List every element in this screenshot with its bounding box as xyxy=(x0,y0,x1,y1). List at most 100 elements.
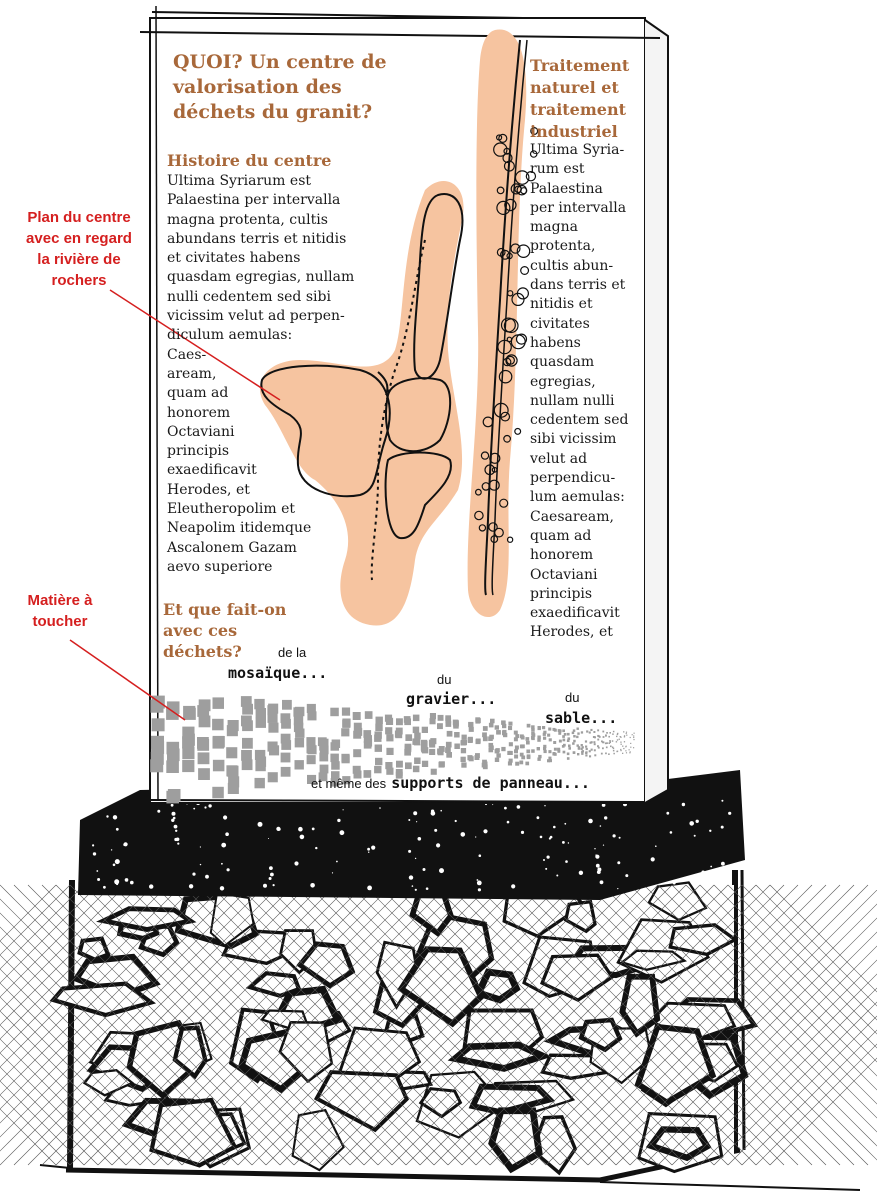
granule xyxy=(240,696,252,707)
granule xyxy=(586,730,589,733)
granule xyxy=(267,741,278,752)
granule xyxy=(547,759,551,763)
granule xyxy=(625,731,628,733)
slab-speck xyxy=(506,820,510,824)
mesh-wire xyxy=(433,884,715,1166)
granule xyxy=(422,747,429,754)
granule xyxy=(317,737,327,747)
granule xyxy=(228,776,240,788)
granule xyxy=(561,745,565,748)
granule xyxy=(307,711,317,721)
granule xyxy=(242,703,253,715)
granule xyxy=(602,741,605,744)
granule xyxy=(593,731,596,733)
granule xyxy=(293,722,304,733)
mesh-wire xyxy=(97,884,379,1166)
granule xyxy=(514,754,519,759)
granule xyxy=(375,757,383,766)
river-rock xyxy=(498,369,513,384)
granule xyxy=(353,749,362,758)
granule xyxy=(445,747,451,753)
granule xyxy=(597,745,599,748)
slab-speck xyxy=(342,809,344,811)
slab-speck xyxy=(478,854,482,857)
granule xyxy=(306,744,316,754)
granule xyxy=(374,731,382,739)
granule xyxy=(166,790,179,804)
granule xyxy=(613,752,615,755)
mesh-wire xyxy=(0,884,57,942)
granule xyxy=(567,737,571,740)
granule xyxy=(581,752,584,755)
river-rock xyxy=(497,339,512,355)
granule xyxy=(254,777,265,789)
granule xyxy=(353,770,362,779)
slab-speck xyxy=(110,849,113,851)
granule xyxy=(631,734,633,736)
granule xyxy=(585,745,588,748)
slab-speck xyxy=(709,829,712,832)
slab-speck xyxy=(124,878,129,882)
granule xyxy=(531,749,535,753)
granule xyxy=(623,731,625,733)
mesh-wire xyxy=(405,884,687,1166)
granule xyxy=(623,747,625,750)
stone xyxy=(82,1069,135,1097)
granule xyxy=(405,762,412,770)
river-rock xyxy=(493,142,508,157)
granule xyxy=(330,778,340,787)
granule xyxy=(573,739,576,743)
slab-speck xyxy=(650,857,655,862)
granule xyxy=(468,726,474,732)
slab-speck xyxy=(226,868,230,872)
granule xyxy=(602,747,604,750)
granule xyxy=(461,739,467,746)
mesh-wire xyxy=(69,884,351,1166)
granule xyxy=(488,742,494,748)
slab-speck xyxy=(417,837,422,841)
granule xyxy=(306,755,316,765)
granule xyxy=(590,728,593,731)
river-rock xyxy=(474,510,484,521)
mesh-wire xyxy=(517,884,799,1166)
river-rock xyxy=(520,266,530,276)
slab-speck xyxy=(130,880,134,885)
granule xyxy=(414,757,421,764)
slab-speck xyxy=(504,806,507,810)
granule xyxy=(592,736,595,738)
mesh-wire xyxy=(587,884,869,1166)
granule xyxy=(515,761,520,766)
granule xyxy=(519,752,524,757)
slab-speck xyxy=(172,816,176,820)
slab-speck xyxy=(408,875,414,880)
gravel-prefix: du xyxy=(437,672,452,687)
slab-speck xyxy=(268,838,269,839)
river-rock xyxy=(511,292,525,306)
slab-speck xyxy=(618,836,621,839)
gravel-label: gravier... xyxy=(406,690,497,708)
river-rock xyxy=(480,451,490,460)
river-rock xyxy=(506,252,513,260)
granule xyxy=(281,718,291,729)
slab-speck xyxy=(116,882,119,886)
granule xyxy=(293,707,303,717)
granule xyxy=(620,748,622,751)
granule xyxy=(446,752,452,758)
slab-speck xyxy=(539,835,543,839)
granule xyxy=(494,725,499,730)
granule xyxy=(605,746,608,749)
river-rock xyxy=(475,488,482,496)
sand-label: sable... xyxy=(545,709,618,727)
mesh-wire xyxy=(0,1080,85,1166)
granule xyxy=(625,732,627,735)
granule xyxy=(620,743,622,745)
slab-speck xyxy=(103,885,106,889)
mesh-wire xyxy=(335,884,617,1166)
granule xyxy=(363,770,372,778)
slab-speck xyxy=(92,852,97,856)
granule xyxy=(519,744,524,749)
treatment-heading-line: traitement xyxy=(530,100,626,119)
slab-speck xyxy=(655,845,657,847)
